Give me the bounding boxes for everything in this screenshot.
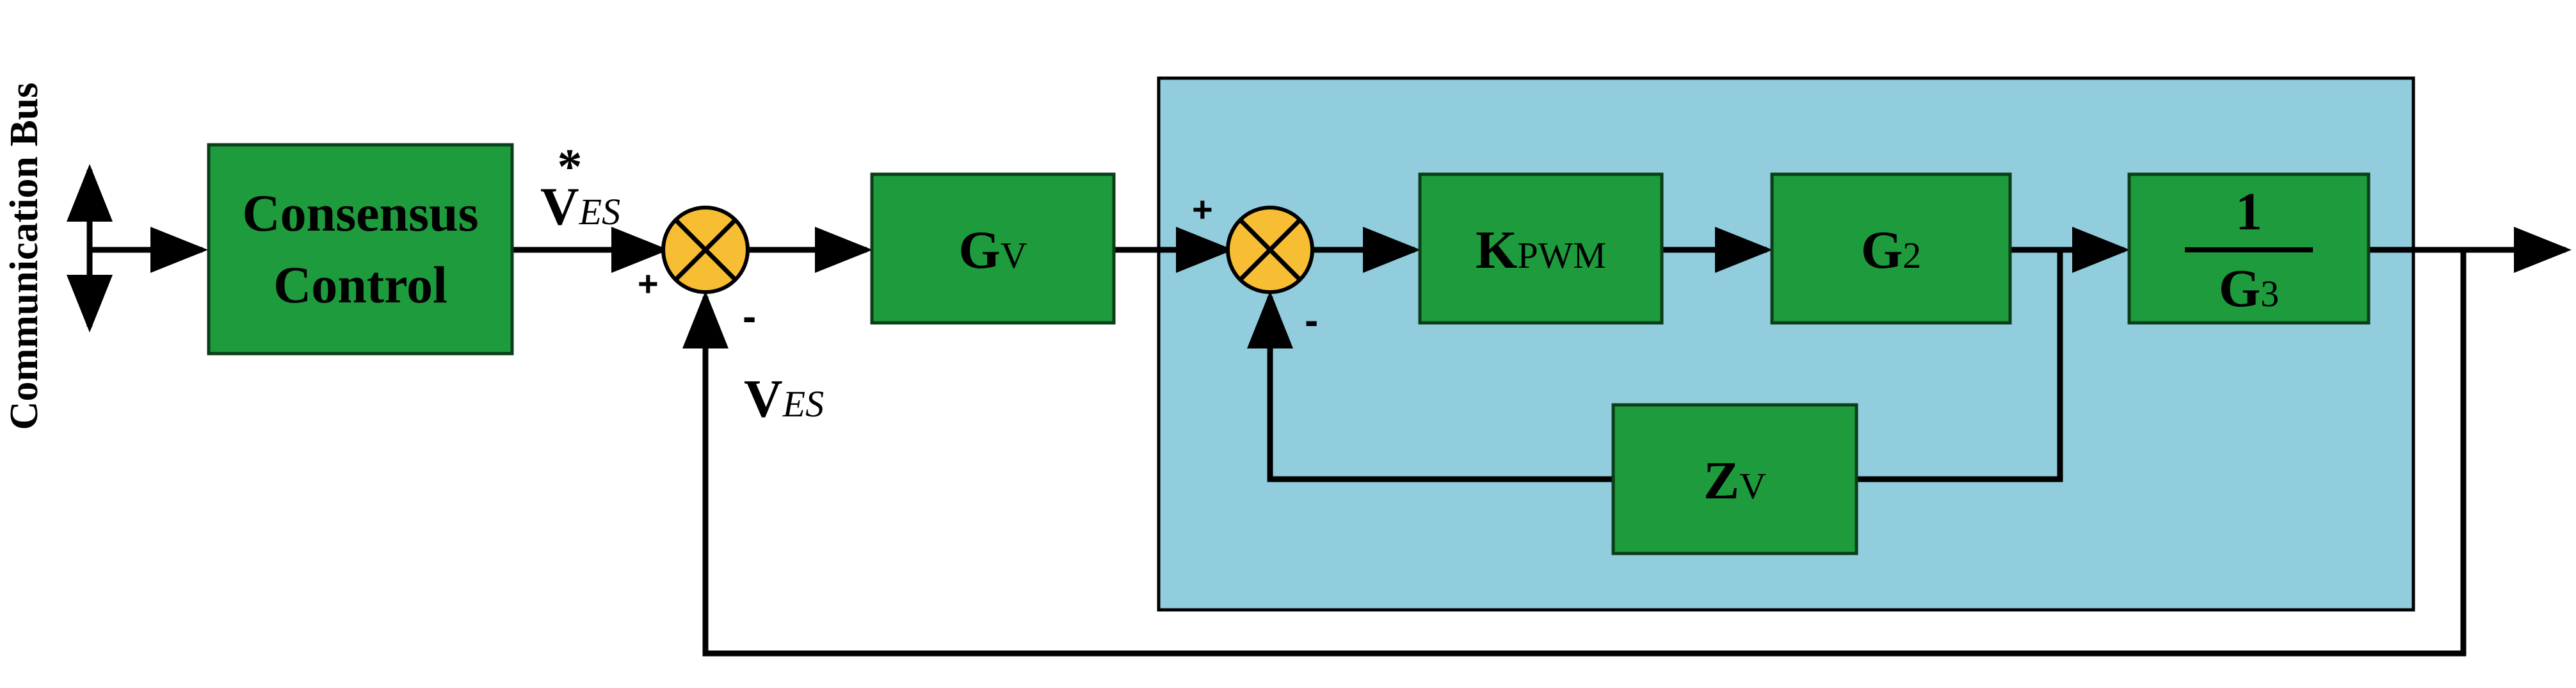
gv-sub: V	[1001, 234, 1027, 276]
svg-text:VES: VES	[744, 369, 824, 429]
g2-sub: 2	[1903, 234, 1921, 276]
sum2-minus-sign: -	[1305, 297, 1318, 343]
g3-den-sub: 3	[2260, 273, 2279, 315]
svg-text:VES: VES	[540, 177, 620, 236]
sum1-minus-sign: -	[743, 293, 756, 340]
kpwm-sub: PWM	[1517, 234, 1606, 276]
wire-outer-feedback	[682, 250, 2467, 657]
sum1-plus-sign: +	[638, 263, 659, 304]
ref-sub: ES	[579, 191, 620, 233]
signal-wires	[90, 227, 2572, 657]
summing-junction-1	[661, 206, 750, 294]
g2-main: G	[1861, 220, 1903, 280]
zv-block: ZV	[1611, 403, 1858, 555]
gv-block: GV	[870, 172, 1116, 325]
g2-block: G2	[1770, 172, 2012, 325]
wire-inner-feedback-to-zv	[1856, 250, 2063, 482]
zv-sub: V	[1739, 465, 1766, 507]
g3-block: 1 G3	[2127, 172, 2371, 325]
communication-bus-label: Communication Bus	[3, 83, 46, 430]
zv-main: Z	[1703, 451, 1739, 511]
ref-sup: *	[558, 138, 583, 194]
wire-zv-to-sum2	[1247, 291, 1613, 482]
fb-main: V	[744, 369, 783, 429]
svg-text:G3: G3	[2219, 259, 2279, 318]
consensus-control-block: Consensus Control	[207, 143, 514, 356]
sum2-plus-sign: +	[1192, 189, 1213, 229]
svg-text:ZV: ZV	[1703, 451, 1766, 511]
svg-text:G2: G2	[1861, 220, 1921, 280]
fb-sub: ES	[782, 383, 824, 425]
svg-text:GV: GV	[958, 220, 1027, 280]
summing-junction-2	[1226, 206, 1314, 294]
svg-text:KPWM: KPWM	[1476, 220, 1606, 280]
reference-voltage-label: VES *	[540, 138, 620, 236]
kpwm-main: K	[1476, 220, 1517, 280]
kpwm-block: KPWM	[1418, 172, 1664, 325]
g3-den-main: G	[2219, 259, 2260, 318]
consensus-line1: Consensus	[242, 184, 478, 242]
gv-main: G	[958, 220, 1000, 280]
ref-main: V	[540, 177, 579, 236]
g3-numerator: 1	[2235, 182, 2262, 242]
consensus-line2: Control	[273, 256, 447, 314]
feedback-voltage-label: VES	[744, 369, 824, 429]
